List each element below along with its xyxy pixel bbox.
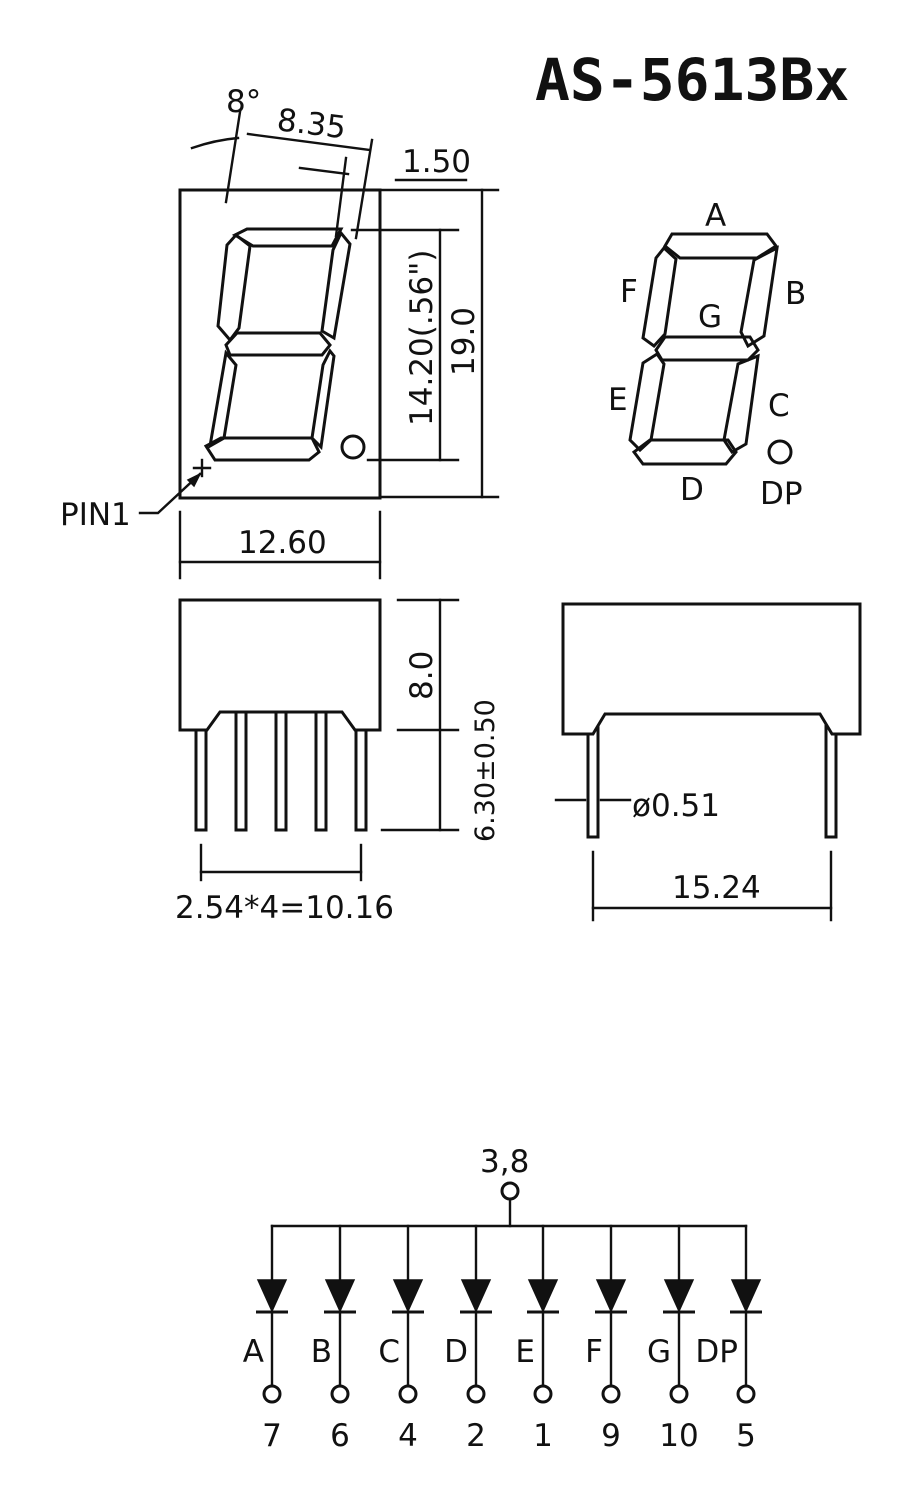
digit-width-ext-right	[354, 138, 374, 240]
segment-name-c: C	[378, 1334, 400, 1370]
segment-name-f: F	[585, 1334, 603, 1370]
common-pin-label: 3,8	[480, 1144, 529, 1180]
segment-map: A B C D E F G DP	[608, 198, 806, 512]
diode-d	[460, 1279, 492, 1313]
diode-g	[663, 1279, 695, 1313]
diode-b	[324, 1279, 356, 1313]
pin-terminal-d	[466, 1384, 486, 1404]
pin-terminal-b	[330, 1384, 350, 1404]
side-pin-3	[274, 710, 288, 832]
pin-terminal-a	[262, 1384, 282, 1404]
segment-label-a: A	[705, 198, 726, 234]
segment-label-f: F	[620, 274, 638, 310]
side-view: 8.0 6.30±0.50 2.54*4=10.16	[175, 598, 501, 926]
angle-label: 8°	[226, 84, 261, 120]
diode-e	[527, 1279, 559, 1313]
digit-width-label: 8.35	[275, 102, 348, 146]
overall-width-label: 12.60	[238, 525, 327, 561]
segment-name-dp: DP	[695, 1334, 738, 1370]
segment-label-dp: DP	[760, 476, 803, 512]
segment-map-dp	[767, 439, 793, 465]
diode-f	[595, 1279, 627, 1313]
pin-number-f: 9	[601, 1418, 621, 1454]
segment-map-d	[631, 438, 738, 466]
segment-label-d: D	[680, 472, 704, 508]
front-segment-e	[207, 349, 238, 449]
front-segment-c	[310, 348, 336, 451]
segment-name-d: D	[444, 1334, 468, 1370]
pin1-label: PIN1	[60, 497, 131, 533]
body-height-label: 8.0	[404, 651, 440, 700]
pin-number-dp: 5	[736, 1418, 756, 1454]
diode-a	[256, 1279, 288, 1313]
pin-number-c: 4	[398, 1418, 418, 1454]
segment-name-g: G	[647, 1334, 671, 1370]
side-body	[178, 598, 382, 732]
segment-label-g: G	[698, 299, 722, 335]
pin-terminal-f	[601, 1384, 621, 1404]
front-digit	[203, 227, 366, 462]
segment-map-b	[739, 245, 779, 349]
diode-c	[392, 1279, 424, 1313]
end-pin-right	[824, 723, 838, 839]
pin-number-e: 1	[533, 1418, 553, 1454]
pin-terminal-c	[398, 1384, 418, 1404]
row-spacing-label: 15.24	[672, 870, 761, 906]
segment-name-e: E	[515, 1334, 535, 1370]
side-pin-2	[234, 710, 248, 832]
front-segment-d	[203, 436, 321, 462]
front-decimal-point	[340, 434, 366, 460]
diode-dp	[730, 1279, 762, 1313]
pin1-arrowhead	[186, 472, 202, 488]
angle-arc	[190, 136, 240, 150]
schematic-channels: A 7 B 6 C 4 D 2 E 1 F 9 G 10 DP 5	[243, 1224, 762, 1454]
segment-label-c: C	[768, 388, 790, 424]
top-gap-label: 1.50	[402, 144, 471, 180]
side-pin-1	[194, 718, 208, 832]
segment-map-g	[654, 335, 760, 362]
pin-terminal-dp	[736, 1384, 756, 1404]
segment-map-f	[641, 245, 678, 349]
pin-number-g: 10	[659, 1418, 698, 1454]
front-segment-g	[224, 331, 332, 357]
digit-width-ext-inner	[334, 156, 348, 238]
common-anode-schematic: 3,8 A 7 B 6 C 4 D 2 E 1 F 9 G 10 DP 5	[243, 1144, 762, 1454]
segment-name-b: B	[311, 1334, 332, 1370]
pin-number-d: 2	[466, 1418, 486, 1454]
pin-number-a: 7	[262, 1418, 282, 1454]
segment-label-b: B	[785, 276, 806, 312]
common-terminal	[500, 1181, 520, 1201]
pin-diameter-label: ø0.51	[632, 788, 720, 824]
pin-terminal-g	[669, 1384, 689, 1404]
front-segment-f	[216, 232, 252, 343]
segment-map-c	[722, 353, 760, 454]
front-view: 8° 8.35 1.50 14.20(.56") 19.0 PIN1 12.60	[60, 84, 500, 580]
segment-label-e: E	[608, 382, 628, 418]
pin-terminal-e	[533, 1384, 553, 1404]
pin-number-b: 6	[330, 1418, 350, 1454]
digit-width-dim-line	[246, 132, 372, 152]
front-segment-a	[231, 227, 344, 248]
segment-map-e	[628, 351, 666, 453]
pin1-leader	[138, 472, 202, 515]
end-view: ø0.51 15.24	[554, 602, 862, 922]
overall-height-label: 19.0	[446, 307, 482, 376]
digit-height-label: 14.20(.56")	[404, 250, 440, 427]
side-pin-5	[354, 718, 368, 832]
pin-length-label: 6.30±0.50	[470, 699, 501, 842]
part-number-title: AS-5613Bx	[535, 46, 849, 114]
front-segment-b	[320, 230, 352, 341]
front-body-outline	[178, 188, 382, 500]
end-pin-left	[586, 723, 600, 839]
angle-ref-line	[224, 110, 242, 204]
digit-width-ext-short	[298, 166, 350, 176]
end-body	[561, 602, 862, 736]
side-pin-4	[314, 710, 328, 832]
segment-name-a: A	[243, 1334, 264, 1370]
segment-map-a	[663, 232, 779, 260]
pin-pitch-label: 2.54*4=10.16	[175, 890, 394, 926]
